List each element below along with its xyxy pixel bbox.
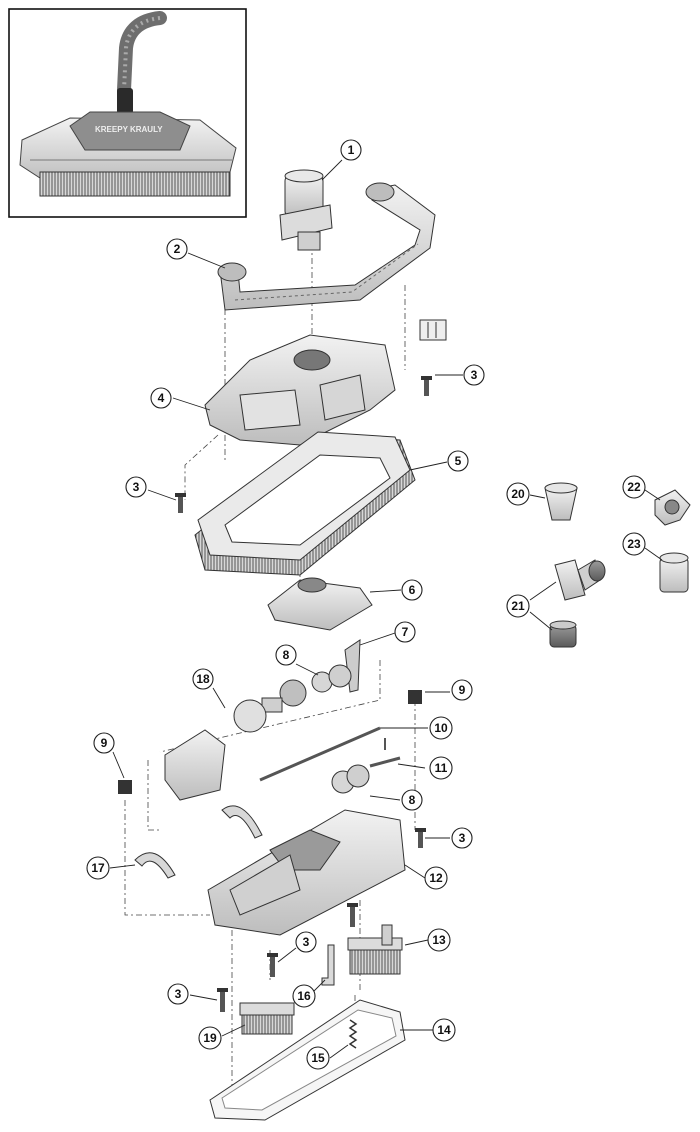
callout-8-lower: 8 <box>401 789 423 811</box>
callout-8-upper: 8 <box>275 644 297 666</box>
callout-5-label: 5 <box>455 454 462 468</box>
handle-clip <box>419 319 447 341</box>
callout-3b-label: 3 <box>133 480 140 494</box>
callout-7-label: 7 <box>402 625 409 639</box>
brand-logo: KREEPY KRAULY <box>95 125 163 134</box>
part-23-sleeve <box>659 552 689 593</box>
callout-1: 1 <box>340 139 362 161</box>
part-8-gears-lower <box>331 764 370 794</box>
callout-15-label: 15 <box>311 1051 325 1065</box>
callout-17: 17 <box>86 856 110 880</box>
callout-6-label: 6 <box>409 583 416 597</box>
callout-21-label: 21 <box>511 599 525 613</box>
callout-20-label: 20 <box>511 487 525 501</box>
callout-23: 23 <box>622 532 646 556</box>
callout-3-mid: 3 <box>451 827 473 849</box>
screw-13-pair <box>347 903 358 927</box>
callout-11-label: 11 <box>435 761 448 775</box>
callout-5: 5 <box>447 450 469 472</box>
part-19-front-brush <box>239 1002 295 1035</box>
part-10-shaft <box>259 726 381 782</box>
leader-lines <box>109 159 663 1059</box>
callout-1-label: 1 <box>348 143 355 157</box>
part-11-pin <box>369 738 401 768</box>
part-17-arc-guards <box>134 805 263 879</box>
part-16-clip <box>321 944 335 986</box>
part-6-throat <box>267 577 373 631</box>
callout-22-label: 22 <box>627 480 641 494</box>
callout-8b-label: 8 <box>409 793 416 807</box>
callout-3e-label: 3 <box>175 987 182 1001</box>
callout-19: 19 <box>198 1026 222 1050</box>
callout-13: 13 <box>427 928 451 952</box>
callout-9-right: 9 <box>451 679 473 701</box>
callout-12: 12 <box>424 866 448 890</box>
callout-9a-label: 9 <box>459 683 466 697</box>
screw-3e <box>217 988 228 1012</box>
callout-15: 15 <box>306 1046 330 1070</box>
screw-3b <box>175 493 186 513</box>
part-2-handle <box>217 182 436 311</box>
part-12-chassis <box>207 809 406 936</box>
part-20-cone <box>544 482 578 521</box>
screw-3d <box>267 953 278 977</box>
callout-3-bottom: 3 <box>167 983 189 1005</box>
callout-17-label: 17 <box>91 861 105 875</box>
callout-4: 4 <box>150 387 172 409</box>
callout-16-label: 16 <box>297 989 311 1003</box>
part-5-brush-ring <box>194 431 416 576</box>
callout-3d-label: 3 <box>303 935 310 949</box>
part-13-side-brush <box>347 924 403 975</box>
callout-16: 16 <box>292 984 316 1008</box>
part-4-top-cover <box>204 334 396 446</box>
callout-23-label: 23 <box>627 537 641 551</box>
callout-7: 7 <box>394 621 416 643</box>
part-22-flange <box>654 489 691 526</box>
part-15-spring <box>348 1019 358 1049</box>
callout-11: 11 <box>429 756 453 780</box>
part-9-block-left <box>118 780 132 794</box>
callout-20: 20 <box>506 482 530 506</box>
callout-3-low: 3 <box>295 931 317 953</box>
callout-3a-label: 3 <box>471 368 478 382</box>
callout-22: 22 <box>622 475 646 499</box>
callout-21: 21 <box>506 594 530 618</box>
callout-14: 14 <box>432 1018 456 1042</box>
part-18-turbine <box>164 679 307 801</box>
callout-3-top: 3 <box>463 364 485 386</box>
callout-18: 18 <box>192 668 214 690</box>
callout-9b-label: 9 <box>101 736 108 750</box>
callout-9-left: 9 <box>93 732 115 754</box>
part-8-gears-upper <box>311 664 352 693</box>
callout-2-label: 2 <box>174 242 181 256</box>
callout-10: 10 <box>429 716 453 740</box>
callout-3c-label: 3 <box>459 831 466 845</box>
part-1-swivel <box>279 169 333 251</box>
callout-12-label: 12 <box>429 871 443 885</box>
callout-18-label: 18 <box>196 672 210 686</box>
callout-13-label: 13 <box>432 933 446 947</box>
callout-4-label: 4 <box>158 391 165 405</box>
callout-3-left: 3 <box>125 476 147 498</box>
callout-19-label: 19 <box>203 1031 217 1045</box>
part-9-block-right <box>408 690 422 704</box>
callout-8a-label: 8 <box>283 648 290 662</box>
callout-14-label: 14 <box>437 1023 451 1037</box>
part-21-elbow <box>549 559 606 648</box>
callout-10-label: 10 <box>434 721 448 735</box>
screw-3a <box>421 376 432 396</box>
product-photo-inset: KREEPY KRAULY <box>8 8 247 218</box>
callout-2: 2 <box>166 238 188 260</box>
screw-3c <box>415 828 426 848</box>
callout-6: 6 <box>401 579 423 601</box>
